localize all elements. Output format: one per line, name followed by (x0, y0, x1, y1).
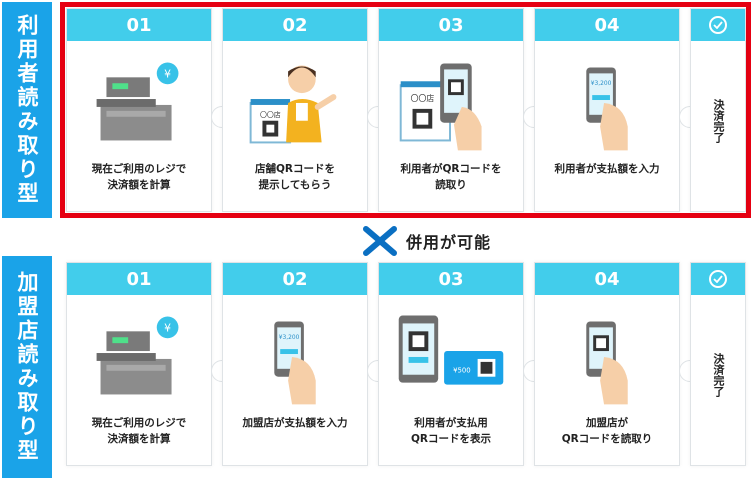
customer-scan-label: 利用者読み取り型 (2, 2, 52, 218)
amount-text: ¥3,200 (279, 335, 300, 341)
step-card: 04 加盟店が QRコードを読取り (534, 262, 680, 466)
step-caption: 利用者が支払額を入力 (554, 163, 660, 175)
check-icon (709, 16, 727, 34)
phone-input-icon: ¥3,200 (586, 67, 628, 151)
yen-symbol: ¥ (164, 321, 171, 334)
step-caption: 店舗QRコードを 提示してもらう (254, 163, 335, 191)
step-number: 04 (535, 263, 679, 295)
step-caption: 加盟店が支払額を入力 (242, 417, 348, 429)
step-caption: 現在ご利用のレジで 決済額を計算 (91, 417, 187, 445)
step-card: 01 ¥ 現在ご利用のレジで 決済額を計算 (66, 8, 212, 212)
highlight-frame (60, 2, 751, 218)
combo-text: 併用が可能 (406, 233, 492, 252)
step-card: 02 ¥3,200 加盟店が支払額を入力 (222, 262, 368, 466)
step-caption: 利用者が支払用 QRコードを表示 (410, 417, 491, 445)
phone-qr-card-icon: ¥500 (398, 315, 504, 385)
step-card: 04 ¥3,200 利用者が支払額を入力 (534, 8, 680, 212)
merchant-scan-flow: 01 ¥ 現在ご利用のレジで 決済額を計算 02 ¥3,200 加盟店が支払額を… (66, 262, 746, 466)
step-caption: 現在ご利用のレジで 決済額を計算 (91, 163, 187, 191)
step-number: 03 (379, 263, 523, 295)
register-icon: ¥ (96, 316, 179, 395)
step-number: 01 (67, 9, 211, 41)
staff-qr-icon: 〇〇店 (249, 65, 337, 144)
final-card: 決済完了 (690, 262, 746, 466)
final-label: 決済完了 (712, 353, 725, 397)
check-icon (709, 270, 727, 288)
step-card: 03 ¥500 利用者が支払用 QRコードを表示 (378, 262, 524, 466)
phone-scan-icon (586, 321, 628, 405)
customer-scan-flow: 01 ¥ 現在ご利用のレジで 決済額を計算 02 〇〇店 店舗QRコードを 提示… (66, 8, 746, 212)
step-caption: 加盟店が QRコードを読取り (561, 417, 653, 445)
cross-icon (363, 226, 397, 256)
step-card: 02 〇〇店 店舗QRコードを 提示してもらう (222, 8, 368, 212)
final-label: 決済完了 (712, 99, 725, 143)
combo-note: 併用が可能 (360, 226, 491, 256)
card-amount: ¥500 (453, 367, 471, 375)
register-icon: ¥ (96, 62, 179, 141)
phone-input-icon: ¥3,200 (274, 321, 316, 405)
shop-sign: 〇〇店 (260, 110, 281, 119)
step-card: 03 〇〇店 利用者がQRコードを 読取り (378, 8, 524, 212)
phone-scan-icon: 〇〇店 (399, 63, 482, 151)
merchant-scan-label: 加盟店読み取り型 (2, 256, 52, 478)
step-number: 04 (535, 9, 679, 41)
amount-text: ¥3,200 (591, 81, 612, 87)
step-number: 01 (67, 263, 211, 295)
step-number: 03 (379, 9, 523, 41)
final-card: 決済完了 (690, 8, 746, 212)
yen-symbol: ¥ (164, 67, 171, 80)
step-caption: 利用者がQRコードを 読取り (400, 163, 502, 191)
step-card: 01 ¥ 現在ご利用のレジで 決済額を計算 (66, 262, 212, 466)
shop-sign: 〇〇店 (411, 93, 435, 103)
step-number: 02 (223, 9, 367, 41)
step-number: 02 (223, 263, 367, 295)
